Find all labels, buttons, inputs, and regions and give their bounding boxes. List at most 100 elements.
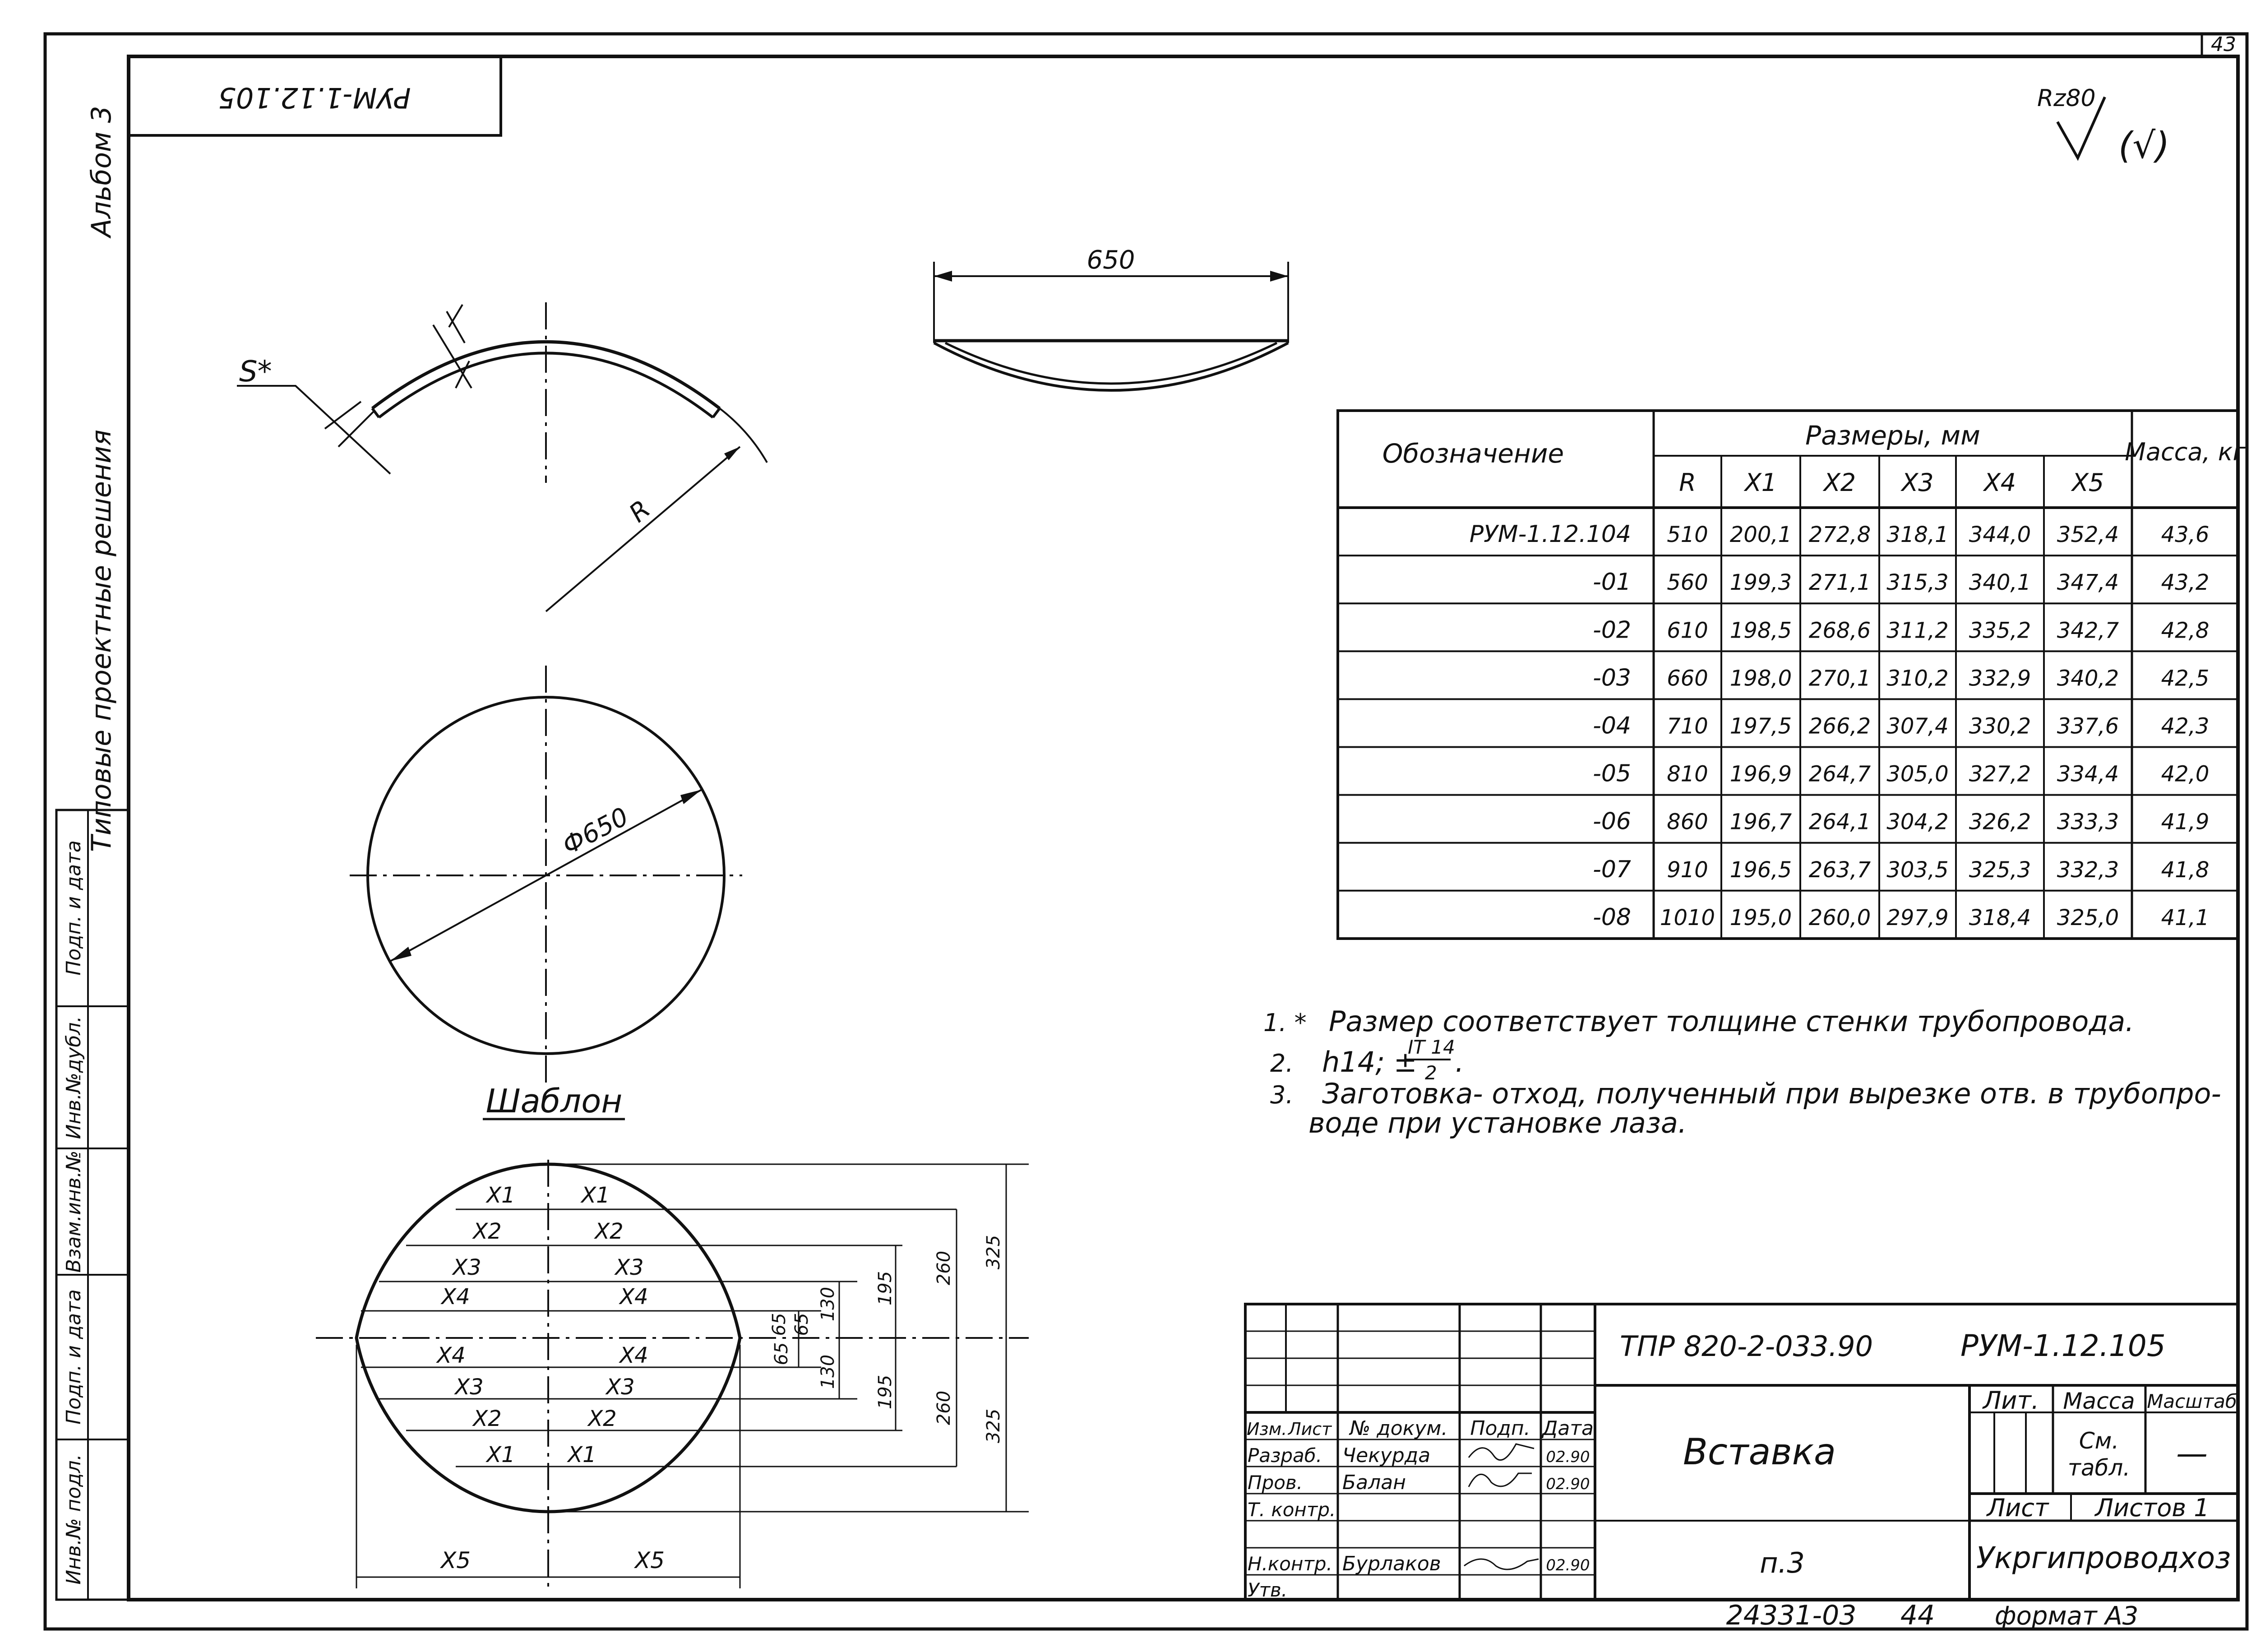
table-cell: 342,7 [2057,618,2119,643]
table-cell: 41,9 [2161,810,2210,835]
side-view: 650 [933,245,1289,392]
table-cell: 318,4 [1969,905,2031,930]
svg-text:X2: X2 [472,1219,501,1244]
svg-text:—: — [2176,1435,2208,1472]
table-cell: 260,0 [1809,905,1871,930]
svg-text:X2: X2 [587,1406,616,1431]
table-cell: 197,5 [1730,714,1792,739]
table-cell: 307,4 [1886,714,1948,739]
table-cell: 43,2 [2161,570,2210,595]
svg-text:X3: X3 [614,1255,643,1280]
template-view: Шаблон X1 X1 X2 X2 X3 X3 X4 X4 X4 X4 X3 … [316,1082,1029,1588]
svg-text:195: 195 [875,1271,896,1305]
svg-text:Н.контр.: Н.контр. [1248,1553,1332,1575]
table-cell: 272,8 [1809,522,1871,547]
notes: 1. * Размер соответствует толщине стенки… [1263,1005,2221,1139]
side-cell-3: Взам.инв.№ [62,1151,85,1273]
svg-text:X2: X2 [593,1219,623,1244]
svg-text:Утв.: Утв. [1248,1579,1287,1601]
svg-text:IT 14: IT 14 [1408,1036,1455,1058]
svg-text:X4: X4 [618,1284,648,1310]
svg-text:См.: См. [2079,1428,2119,1454]
table-cell: 340,1 [1969,570,2031,595]
svg-text:Дата: Дата [1541,1417,1594,1440]
svg-text:h14; ±: h14; ± [1322,1046,1417,1078]
table-cell: 315,3 [1886,570,1948,595]
svg-text:195: 195 [875,1375,896,1409]
table-cell: 42,0 [2161,762,2210,787]
table-cell: -06 [1593,808,1631,835]
table-cell: 42,3 [2161,714,2210,739]
table-cell: 310,2 [1886,666,1948,691]
table-cell: 560 [1667,570,1708,595]
table-cell: 318,1 [1886,522,1948,547]
svg-text:п.3: п.3 [1760,1546,1805,1579]
svg-text:130: 130 [818,1355,838,1389]
svg-text:X1: X1 [485,1442,515,1467]
svg-text:Подп.: Подп. [1470,1417,1530,1440]
svg-text:65: 65 [769,1313,790,1336]
table-cell: 271,1 [1809,570,1871,595]
svg-text:260: 260 [934,1391,954,1425]
table-cell: 910 [1667,857,1708,883]
table-cell: 198,5 [1730,618,1792,643]
table-cell: 41,8 [2161,857,2210,883]
table-cell: 266,2 [1809,714,1871,739]
table-cell: 311,2 [1886,618,1948,643]
table-cell: 333,3 [2057,810,2119,835]
svg-text:Масса: Масса [2063,1388,2135,1414]
svg-text:X3: X3 [451,1255,481,1280]
table-cell: 305,0 [1886,762,1948,787]
svg-text:ТПР 820-2-033.90: ТПР 820-2-033.90 [1620,1330,1873,1363]
svg-text:Изм.: Изм. [1247,1419,1287,1439]
outer-frame [43,32,2249,1631]
footer: 24331-03 44 формат А3 [1726,1600,2139,1631]
table-col-header: R [1679,468,1696,497]
svg-text:Лист: Лист [1986,1494,2049,1522]
svg-text:.: . [1455,1046,1464,1078]
header-mass: Масса, кг [2125,438,2246,466]
svg-text:X5: X5 [439,1547,471,1573]
table-cell: -01 [1593,569,1631,596]
table-cell: 264,1 [1809,810,1871,835]
table-cell: 334,4 [2057,762,2119,787]
side-stamp: Подп. и дата Инв.№дубл. Взам.инв.№ Подп.… [55,809,130,1601]
width-label: 650 [1087,245,1135,275]
header-sizes: Размеры, мм [1805,420,1980,451]
table-cell: 332,9 [1969,666,2031,691]
svg-text:РУМ-1.12.105: РУМ-1.12.105 [1960,1328,2166,1363]
svg-text:Rz80: Rz80 [2037,85,2096,112]
table-cell: 327,2 [1969,762,2031,787]
table-cell: 332,3 [2057,857,2119,883]
table-cell: 42,8 [2161,618,2210,643]
table-cell: 660 [1667,666,1708,691]
side-cell-4: Подп. и дата [62,1289,85,1425]
table-cell: 330,2 [1969,714,2031,739]
table-cell: -02 [1593,616,1631,643]
table-cell: 1010 [1660,905,1715,930]
table-cell: 335,2 [1969,618,2031,643]
svg-text:X1: X1 [580,1183,610,1208]
table-cell: -03 [1593,664,1631,691]
svg-text:02.90: 02.90 [1546,1448,1590,1466]
svg-text:24331-03: 24331-03 [1726,1600,1857,1631]
svg-text:260: 260 [934,1251,954,1285]
table-cell: 199,3 [1730,570,1792,595]
svg-text:формат А3: формат А3 [1995,1601,2139,1631]
svg-text:X2: X2 [472,1406,501,1431]
svg-text:Заготовка- отход, полученный п: Заготовка- отход, полученный при вырезке… [1322,1077,2221,1110]
table-cell: -07 [1593,856,1631,883]
side-album: Альбом 3 [86,106,117,239]
svg-text:Балан: Балан [1342,1471,1406,1494]
table-cell: 337,6 [2057,714,2119,739]
thickness-label: S* [239,355,272,389]
table-cell: 860 [1667,810,1708,835]
table-cell: 347,4 [2057,570,2119,595]
side-cell-5: Инв.№ подл. [62,1454,85,1585]
svg-text:02.90: 02.90 [1546,1556,1590,1574]
table-cell: 325,0 [2057,905,2119,930]
template-title: Шаблон [486,1082,623,1120]
table-cell: 268,6 [1809,618,1871,643]
